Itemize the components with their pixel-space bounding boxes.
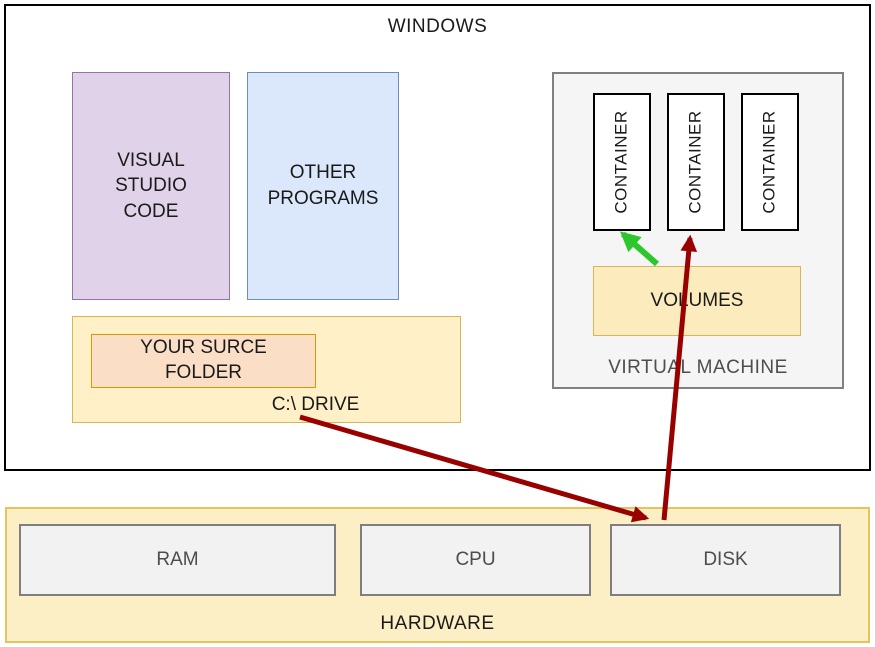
other-programs-box: OTHER PROGRAMS [247, 72, 399, 300]
virtual-machine-title: VIRTUAL MACHINE [608, 357, 788, 378]
cpu-label: CPU [455, 549, 496, 570]
ram-label: RAM [156, 549, 199, 570]
container-box-2: CONTAINER [667, 93, 725, 231]
container-label-2: CONTAINER [686, 110, 706, 214]
visual-studio-code-label: VISUAL STUDIO CODE [115, 149, 187, 222]
container-box-1: CONTAINER [593, 93, 651, 231]
disk-label: DISK [703, 549, 748, 570]
volumes-box: VOLUMES [593, 266, 801, 336]
ram-box: RAM [19, 524, 336, 596]
visual-studio-code-box: VISUAL STUDIO CODE [72, 72, 230, 300]
container-box-3: CONTAINER [741, 93, 799, 231]
windows-title: WINDOWS [387, 16, 488, 37]
virtual-machine-box: CONTAINER CONTAINER CONTAINER VOLUMES VI… [552, 72, 844, 389]
c-drive-label: C:\ DRIVE [271, 394, 360, 415]
container-label-1: CONTAINER [612, 110, 632, 214]
other-programs-label: OTHER PROGRAMS [267, 162, 379, 209]
volumes-label: VOLUMES [650, 290, 744, 311]
disk-box: DISK [610, 524, 841, 596]
hardware-box: RAM CPU DISK HARDWARE [5, 507, 870, 643]
hardware-title: HARDWARE [380, 613, 495, 634]
container-label-3: CONTAINER [760, 110, 780, 214]
c-drive-box: YOUR SURCE FOLDER C:\ DRIVE [72, 316, 461, 423]
windows-box: WINDOWS VISUAL STUDIO CODE OTHER PROGRAM… [4, 4, 871, 471]
source-folder-label: YOUR SURCE FOLDER [140, 337, 267, 383]
cpu-box: CPU [360, 524, 591, 596]
source-folder-box: YOUR SURCE FOLDER [91, 334, 316, 388]
